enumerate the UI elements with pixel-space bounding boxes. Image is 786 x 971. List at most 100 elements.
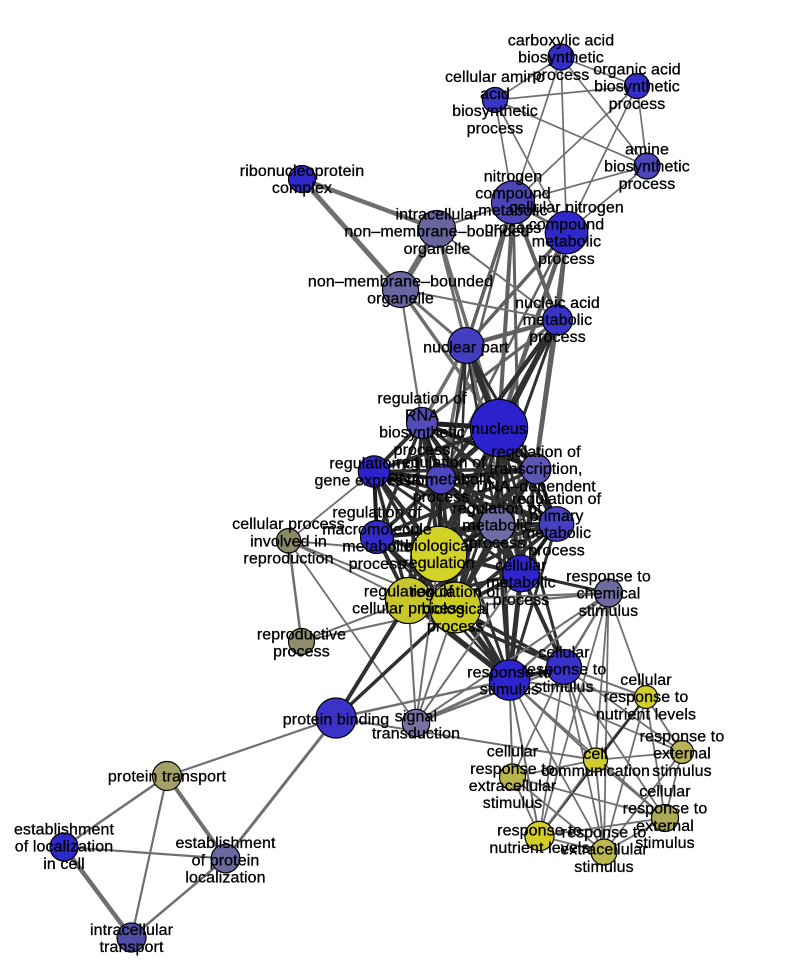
svg-text:external: external: [636, 818, 694, 835]
svg-text:intracellular: intracellular: [90, 922, 174, 939]
svg-text:cellular nitrogen: cellular nitrogen: [509, 199, 624, 216]
svg-text:regulation of: regulation of: [364, 583, 454, 600]
svg-text:acid: acid: [480, 86, 510, 103]
svg-text:in cell: in cell: [43, 856, 85, 873]
svg-text:biosynthetic: biosynthetic: [604, 159, 690, 176]
svg-text:biosynthetic: biosynthetic: [379, 425, 465, 442]
svg-text:transport: transport: [99, 939, 163, 956]
svg-text:transduction: transduction: [372, 726, 460, 743]
svg-text:response to: response to: [467, 665, 552, 682]
svg-text:nutrient levels: nutrient levels: [489, 840, 589, 857]
svg-text:response to: response to: [623, 801, 708, 818]
svg-text:RNA: RNA: [405, 408, 439, 425]
svg-text:stimulus: stimulus: [534, 679, 593, 696]
svg-text:stimulus: stimulus: [579, 603, 638, 620]
svg-text:response to: response to: [604, 689, 689, 706]
svg-text:cellular: cellular: [620, 672, 672, 689]
svg-text:extracellular: extracellular: [469, 778, 557, 795]
svg-text:protein binding: protein binding: [283, 712, 389, 729]
svg-text:process: process: [493, 592, 550, 609]
svg-text:stimulus: stimulus: [483, 795, 542, 812]
svg-text:of localization: of localization: [15, 839, 113, 856]
svg-text:RNA metabolic: RNA metabolic: [387, 472, 494, 489]
svg-text:biosynthetic: biosynthetic: [452, 103, 538, 120]
svg-text:biological: biological: [405, 538, 473, 555]
svg-text:regulation of: regulation of: [491, 444, 581, 461]
svg-text:external: external: [653, 746, 711, 763]
svg-text:process: process: [394, 442, 451, 459]
svg-text:intracellular: intracellular: [395, 206, 479, 223]
svg-text:regulation of: regulation of: [411, 584, 501, 601]
svg-text:establishment: establishment: [14, 822, 114, 839]
svg-text:metabolic: metabolic: [342, 539, 411, 556]
svg-text:primary: primary: [529, 508, 583, 525]
svg-text:reproductive: reproductive: [257, 627, 346, 644]
svg-text:gene expression: gene expression: [315, 473, 434, 490]
svg-text:process: process: [413, 489, 470, 506]
svg-text:regulation: regulation: [403, 555, 474, 572]
svg-text:process: process: [469, 535, 526, 552]
svg-text:metabolic: metabolic: [532, 234, 601, 251]
svg-text:non–membrane–bounded: non–membrane–bounded: [344, 224, 529, 241]
svg-text:response to: response to: [566, 568, 651, 585]
svg-text:compound: compound: [529, 217, 605, 234]
svg-text:nutrient levels: nutrient levels: [596, 706, 696, 723]
svg-text:regulation of: regulation of: [377, 390, 467, 407]
svg-text:of protein: of protein: [192, 852, 260, 869]
svg-text:signal: signal: [395, 708, 437, 725]
svg-text:protein transport: protein transport: [108, 769, 227, 786]
svg-text:cellular: cellular: [639, 783, 691, 800]
svg-text:process: process: [619, 176, 676, 193]
svg-text:process: process: [609, 96, 666, 113]
svg-text:nucleus: nucleus: [471, 421, 527, 438]
svg-text:regulation of: regulation of: [512, 491, 602, 508]
svg-text:cellular amino: cellular amino: [445, 69, 545, 86]
svg-text:process: process: [485, 220, 542, 237]
svg-text:metabolic: metabolic: [486, 575, 555, 592]
svg-text:cellular process: cellular process: [232, 516, 345, 533]
svg-text:reproduction: reproduction: [243, 551, 333, 568]
svg-text:stimulus: stimulus: [635, 835, 694, 852]
svg-text:metabolic: metabolic: [478, 203, 547, 220]
svg-text:carboxylic acid: carboxylic acid: [508, 32, 614, 49]
svg-text:establishment: establishment: [175, 835, 275, 852]
svg-text:stimulus: stimulus: [480, 682, 539, 699]
svg-text:biological: biological: [421, 601, 489, 618]
svg-text:localization: localization: [185, 870, 265, 887]
svg-text:process: process: [273, 644, 330, 661]
svg-text:organelle: organelle: [367, 291, 434, 308]
svg-text:cell: cell: [583, 746, 607, 763]
svg-text:metabolic: metabolic: [522, 525, 591, 542]
svg-text:regulation of: regulation of: [396, 454, 486, 471]
svg-text:cellular: cellular: [538, 644, 590, 661]
svg-text:cellular: cellular: [495, 557, 547, 574]
svg-text:response to: response to: [640, 728, 725, 745]
svg-text:regulation of: regulation of: [329, 456, 419, 473]
svg-text:biosynthetic: biosynthetic: [594, 79, 680, 96]
svg-text:extracellular: extracellular: [560, 842, 648, 859]
svg-text:stimulus: stimulus: [652, 763, 711, 780]
svg-text:response to: response to: [562, 824, 647, 841]
svg-text:involved in: involved in: [250, 533, 327, 550]
svg-text:transcription,: transcription,: [490, 461, 583, 478]
svg-text:nitrogen: nitrogen: [484, 168, 543, 185]
svg-text:process: process: [529, 329, 586, 346]
svg-text:DNA–dependent: DNA–dependent: [476, 478, 596, 495]
svg-text:regulation of: regulation of: [452, 500, 542, 517]
svg-text:process: process: [349, 556, 406, 573]
svg-text:process: process: [427, 618, 484, 635]
svg-text:chemical: chemical: [577, 586, 641, 603]
svg-text:process: process: [533, 67, 590, 84]
svg-text:cellular: cellular: [487, 744, 539, 761]
svg-text:cellular process: cellular process: [352, 601, 465, 618]
svg-text:nuclear part: nuclear part: [423, 339, 509, 356]
svg-text:amine: amine: [625, 141, 669, 158]
svg-text:metabolic: metabolic: [462, 518, 531, 535]
svg-text:organelle: organelle: [404, 241, 471, 258]
svg-text:metabolic: metabolic: [523, 312, 592, 329]
svg-text:regulation of: regulation of: [332, 504, 422, 521]
svg-text:compound: compound: [475, 186, 551, 203]
svg-text:macromolecule: macromolecule: [322, 522, 432, 539]
svg-text:communication: communication: [541, 763, 650, 780]
svg-text:response to: response to: [497, 823, 582, 840]
